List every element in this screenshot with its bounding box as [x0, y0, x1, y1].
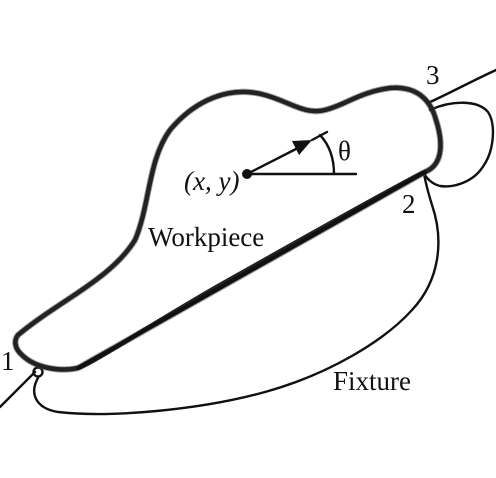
fixture-jaw [422, 68, 496, 188]
workpiece-contact-edge [75, 169, 428, 371]
contact-label-2: 2 [402, 189, 416, 219]
pose-label: (x, y) [184, 166, 239, 196]
contact-label-1: 1 [1, 346, 15, 376]
angle-arc [318, 133, 336, 176]
fixture-label: Fixture [333, 366, 411, 396]
orientation-arrow-head [292, 140, 312, 155]
fixture-outline [0, 171, 440, 416]
contact-label-3: 3 [426, 60, 440, 90]
orientation-arrow-shaft [245, 147, 298, 176]
workpiece-label: Workpiece [148, 222, 264, 252]
angle-label: θ [338, 136, 351, 166]
